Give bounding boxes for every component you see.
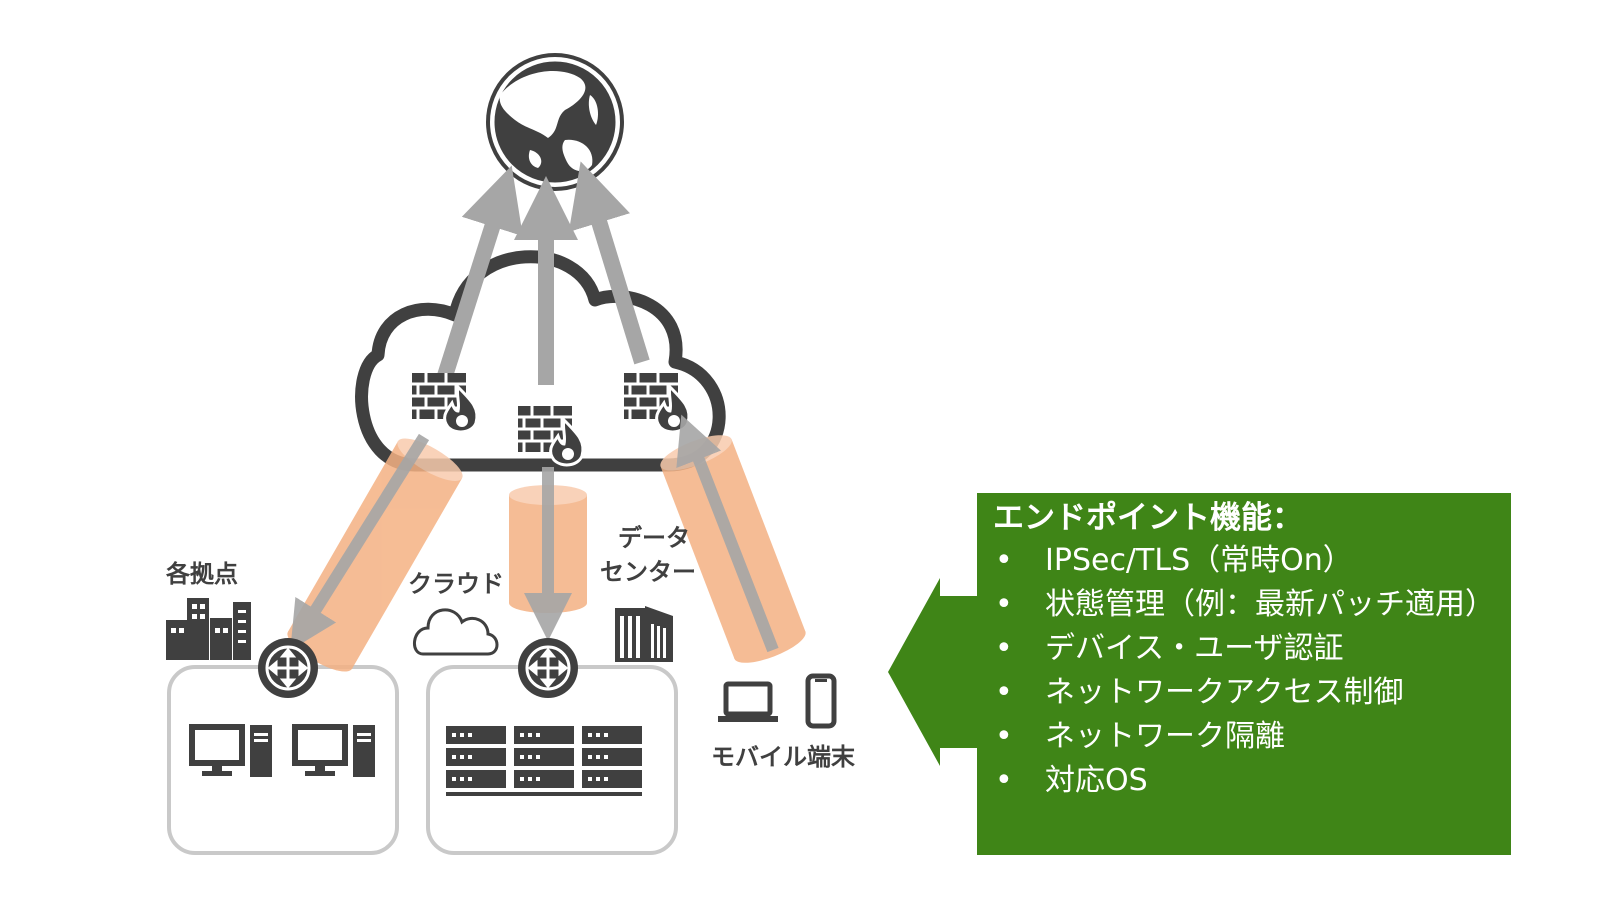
- datacenter-label-line1: データ: [618, 524, 690, 552]
- firewall-icon: [518, 406, 585, 467]
- mobile-label: モバイル端末: [711, 743, 856, 771]
- desktop-pc-icon: [292, 724, 375, 777]
- bullet: •: [995, 763, 1013, 798]
- panel-title: エンドポイント機能：: [993, 500, 1303, 536]
- feature-text: デバイス・ユーザ認証: [1045, 631, 1344, 666]
- feature-list: • IPSec/TLS（常時On） • 状態管理（例：最新パッチ適用） • デバイス・…: [993, 539, 1495, 803]
- internet-arrows: [435, 161, 650, 385]
- feature-text: IPSec/TLS（常時On）: [1045, 543, 1353, 578]
- datacenter-label-line2: センター: [600, 558, 696, 586]
- list-item: • デバイス・ユーザ認証: [993, 627, 1495, 671]
- list-item: • IPSec/TLS（常時On）: [993, 539, 1495, 583]
- desktop-pc-icon: [189, 724, 272, 777]
- cloud-label: クラウド: [408, 570, 504, 598]
- bullet: •: [995, 587, 1013, 622]
- datacenter-building-icon: [615, 606, 673, 662]
- list-item: • ネットワークアクセス制御: [993, 671, 1495, 715]
- arrow-to-mobile: [676, 414, 779, 653]
- callout-arrow: [888, 578, 978, 766]
- feature-text: 対応OS: [1045, 763, 1148, 798]
- arrow-left-up: [435, 165, 523, 385]
- list-item: • 状態管理（例：最新パッチ適用）: [993, 583, 1495, 627]
- globe-icon: [486, 53, 624, 191]
- list-item: • ネットワーク隔離: [993, 715, 1495, 759]
- office-buildings-icon: [166, 598, 251, 660]
- bullet: •: [995, 675, 1013, 710]
- list-item: • 対応OS: [993, 759, 1495, 803]
- bullet: •: [995, 543, 1013, 578]
- laptop-icon: [718, 681, 778, 722]
- feature-text: ネットワーク隔離: [1045, 719, 1285, 754]
- small-cloud-icon: [413, 608, 499, 656]
- bullet: •: [995, 631, 1013, 666]
- router-icon: [258, 638, 318, 698]
- feature-text: ネットワークアクセス制御: [1045, 675, 1404, 710]
- server-rack-icon: [446, 726, 642, 796]
- arrow-to-branch: [290, 433, 430, 651]
- arrow-right-up: [568, 161, 650, 365]
- endpoint-features-panel: エンドポイント機能： • IPSec/TLS（常時On） • 状態管理（例：最新パッ…: [977, 493, 1511, 855]
- bullet: •: [995, 719, 1013, 754]
- firewall-icon: [412, 373, 479, 434]
- smartphone-icon: [805, 673, 837, 729]
- router-icon: [518, 638, 578, 698]
- branch-label: 各拠点: [165, 560, 238, 588]
- feature-text: 状態管理（例：最新パッチ適用）: [1045, 587, 1495, 622]
